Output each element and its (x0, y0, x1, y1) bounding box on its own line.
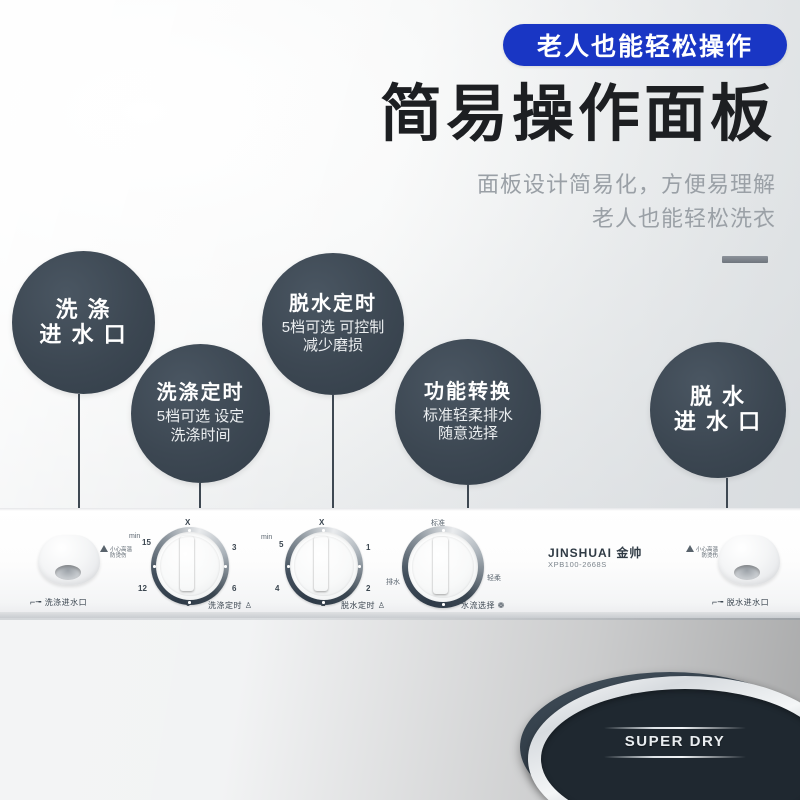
wash-timer-tick-3: 3 (232, 543, 237, 552)
spin-tub-chrome-ring (528, 676, 800, 800)
callout-title-line-1: 功能转换 (424, 380, 512, 403)
wash-timer-unit: min (129, 533, 141, 540)
spin-timer-tick-5: 5 (279, 540, 284, 549)
shirt-icon: ♙ (377, 601, 386, 610)
subtitle-line-2: 老人也能轻松洗衣 (591, 206, 776, 232)
spin-timer-knob[interactable] (314, 536, 328, 591)
callout-bubble: 脱水定时 5档可选 可控制 减少磨损 (262, 253, 404, 395)
callout-desc-line-1: 5档可选 设定 (156, 408, 245, 426)
wash-water-inlet-hole (55, 565, 81, 580)
callout-desc: 标准轻柔排水 随意选择 (423, 407, 513, 444)
function-selector-knob[interactable] (433, 537, 448, 594)
callout-bubble: 洗 涤 进 水 口 (12, 251, 155, 394)
function-selector-label: 水流选择 ❁ (461, 601, 505, 610)
wash-timer-tick-12: 12 (138, 584, 147, 593)
spin-timer-top-mark: X (319, 518, 325, 527)
spin-inlet-label: ⌐╼脱水进水口 (712, 597, 770, 607)
promo-badge: 老人也能轻松操作 (503, 24, 787, 66)
callout-title-line-1: 脱 水 (689, 384, 747, 410)
wash-timer-tick-15: 15 (142, 538, 151, 547)
spin-timer-tick-4: 4 (275, 584, 280, 593)
function-left-mark: 排水 (386, 579, 400, 586)
callout-title-line-1: 脱水定时 (289, 292, 377, 315)
decorative-dash (722, 256, 768, 263)
callout-desc-line-2: 洗涤时间 (170, 426, 231, 444)
spin-inlet-warning: 小心高温防烫伤 (686, 545, 718, 560)
faucet-icon: ⌐╼ (30, 597, 42, 607)
warning-triangle-icon (686, 545, 694, 552)
spin-timer-tick-3: 2 (321, 599, 326, 608)
wash-inlet-label: ⌐╼洗涤进水口 (30, 597, 88, 607)
shirt-icon: ♙ (244, 601, 253, 610)
page-subtitle: 面板设计简易化，方便易理解 老人也能轻松洗衣 (216, 168, 776, 236)
wash-inlet-warning: 小心高温防烫伤 (100, 545, 132, 560)
spin-timer-tick-1: 1 (366, 543, 371, 552)
spin-timer-unit: min (261, 534, 273, 541)
model-number: XPB100-2668S (548, 560, 607, 569)
water-flow-icon: ❁ (497, 601, 505, 610)
callout-desc-line-2: 随意选择 (437, 425, 498, 443)
wash-timer-tick-6: 6 (232, 584, 237, 593)
superdry-line-bottom (604, 756, 746, 758)
callout-title-line-1: 洗涤定时 (156, 382, 245, 404)
wash-timer-tick-9: 9 (186, 599, 191, 608)
superdry-logo: SUPER DRY (624, 733, 726, 750)
wash-timer-knob[interactable] (180, 536, 194, 591)
panel-top-edge (0, 508, 800, 511)
callout-bubble: 功能转换 标准轻柔排水 随意选择 (395, 339, 541, 485)
promo-badge-label: 老人也能轻松操作 (536, 33, 753, 61)
machine-body-seam (0, 618, 800, 620)
callout-desc-line-1: 标准轻柔排水 (422, 406, 513, 424)
callout-desc-line-2: 减少磨损 (302, 337, 363, 355)
wash-timer-top-mark: X (185, 518, 191, 527)
callout-title-line-2: 进 水 口 (673, 409, 763, 434)
callout-leader-line (332, 395, 334, 535)
subtitle-line-1: 面板设计简易化，方便易理解 (476, 172, 776, 197)
page-title: 简易操作面板 (379, 80, 776, 149)
callout-title-line-1: 洗 涤 (55, 296, 112, 322)
spin-water-inlet-hole (734, 565, 760, 580)
function-top-mark: 标准 (431, 520, 445, 527)
panel-bottom-edge (0, 612, 800, 618)
spin-timer-tick-2: 2 (366, 584, 371, 593)
callout-leader-line (78, 394, 80, 542)
callout-bubble: 脱 水 进 水 口 (650, 342, 786, 478)
warning-triangle-icon (100, 545, 108, 552)
brand-logo: JINSHUAI 金帅 (548, 546, 643, 560)
control-panel (0, 508, 800, 618)
callout-title-line-2: 进 水 口 (39, 321, 128, 347)
spin-timer-label: 脱水定时 ♙ (341, 601, 386, 610)
callout-bubble: 洗涤定时 5档可选 设定 洗涤时间 (131, 344, 270, 483)
function-right-mark: 轻柔 (487, 575, 501, 582)
callout-desc: 5档可选 设定 洗涤时间 (157, 408, 245, 445)
superdry-line-top (604, 727, 746, 729)
callout-leader-line (726, 478, 728, 536)
callout-desc-line-1: 5档可选 可控制 (281, 318, 385, 336)
wash-timer-label: 洗涤定时 ♙ (208, 601, 253, 610)
faucet-icon: ⌐╼ (712, 597, 724, 607)
callout-desc: 5档可选 可控制 减少磨损 (282, 319, 385, 356)
